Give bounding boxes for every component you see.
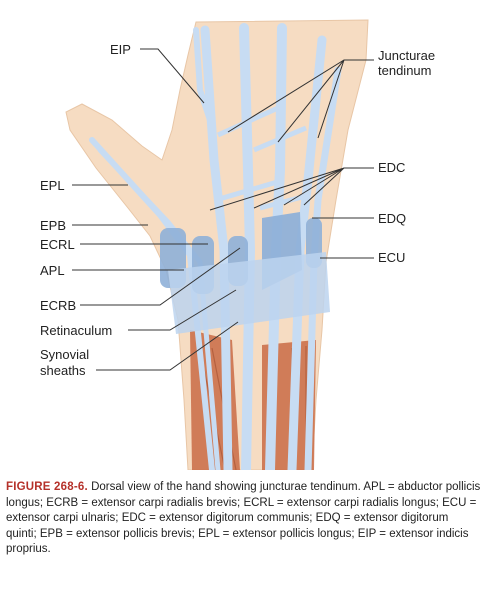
label-edq: EDQ bbox=[378, 211, 406, 226]
figure-caption: FIGURE 268-6. Dorsal view of the hand sh… bbox=[6, 480, 482, 558]
leader-juncturae bbox=[227, 59, 374, 143]
label-epl: EPL bbox=[40, 178, 65, 193]
leader-lines bbox=[72, 48, 374, 371]
label-ecrl: ECRL bbox=[40, 237, 75, 252]
caption-text: Dorsal view of the hand showing junctura… bbox=[6, 481, 481, 555]
diagram-labels: EIP Juncturae tendinum EDC EPL EPB EDQ E… bbox=[40, 42, 435, 378]
label-epb: EPB bbox=[40, 218, 66, 233]
label-edc: EDC bbox=[378, 160, 405, 175]
label-synovial-1: Synovial bbox=[40, 347, 89, 362]
label-ecrb: ECRB bbox=[40, 298, 76, 313]
label-apl: APL bbox=[40, 263, 65, 278]
hand-diagram: EIP Juncturae tendinum EDC EPL EPB EDQ E… bbox=[40, 19, 435, 470]
extensor-retinaculum bbox=[168, 252, 330, 334]
label-synovial-2: sheaths bbox=[40, 363, 86, 378]
label-retinaculum: Retinaculum bbox=[40, 323, 112, 338]
label-juncturae-2: tendinum bbox=[378, 63, 431, 78]
figure-number: FIGURE 268-6. bbox=[6, 481, 88, 493]
leader-retinaculum bbox=[128, 289, 237, 331]
leader-eip bbox=[140, 48, 205, 104]
leader-synovial bbox=[96, 321, 239, 371]
leader-edc bbox=[209, 167, 374, 211]
label-juncturae-1: Juncturae bbox=[378, 48, 435, 63]
leader-ecrb bbox=[80, 247, 241, 306]
label-eip: EIP bbox=[110, 42, 131, 57]
label-ecu: ECU bbox=[378, 250, 405, 265]
